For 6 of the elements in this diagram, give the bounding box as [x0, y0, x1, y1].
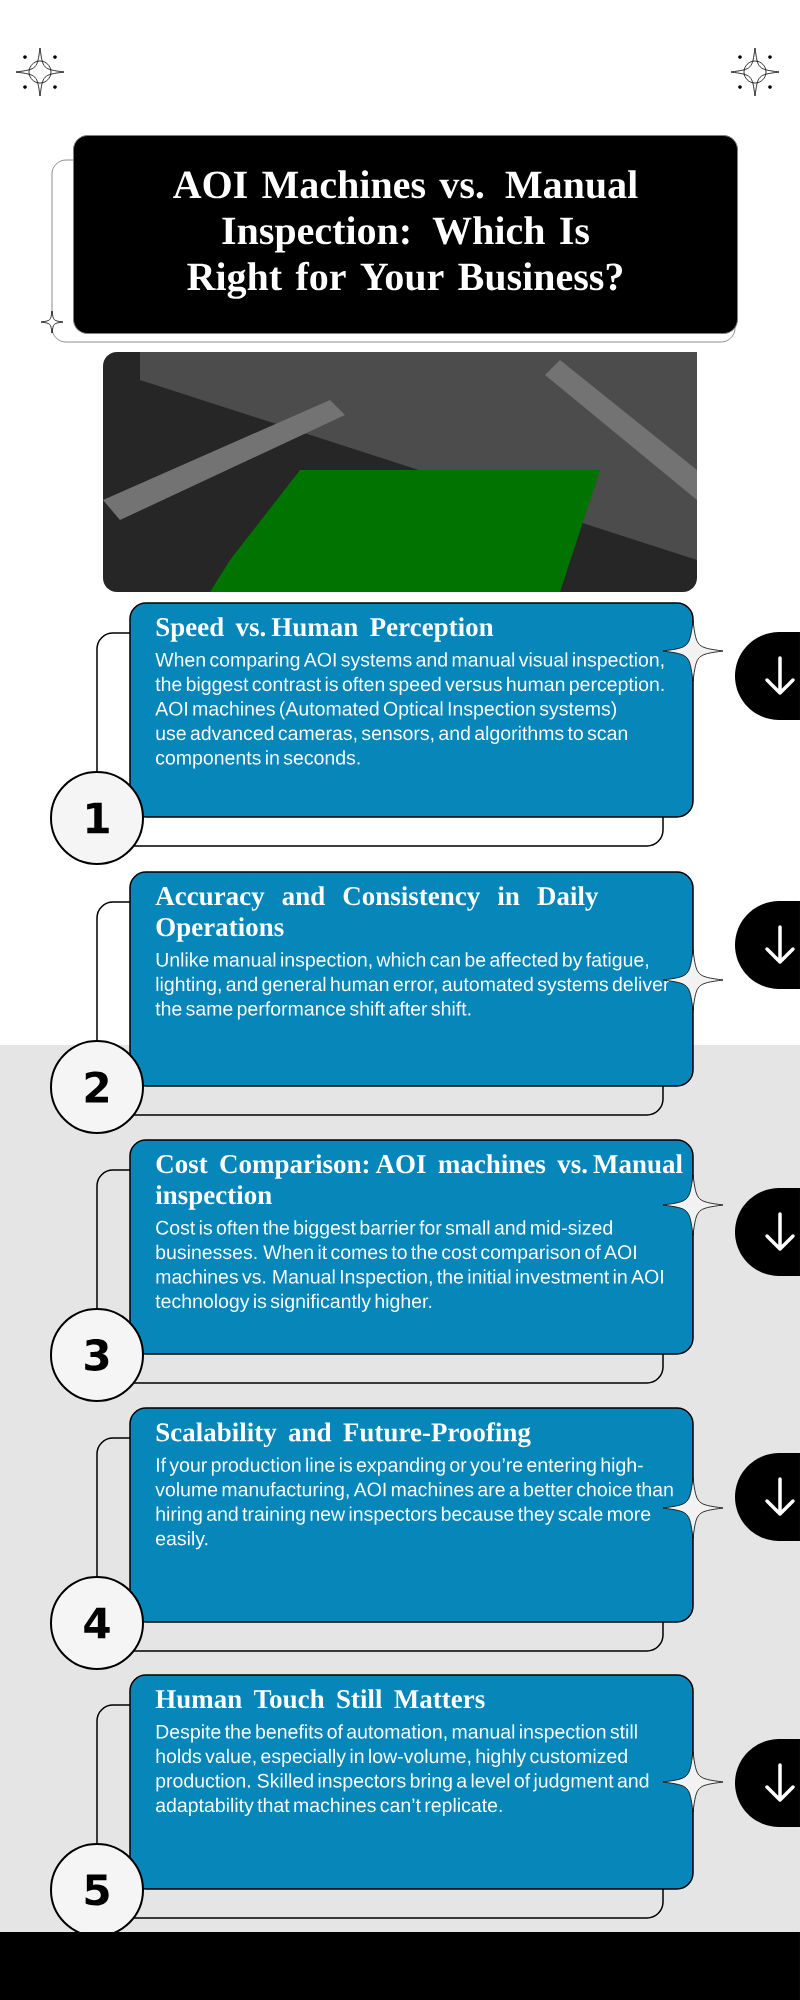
title-banner: AOI Machines vs. Manual Inspection: Which Is Right for Your Business? [73, 135, 738, 334]
section-box: Accuracy and Consistency in Daily Operations Unlike manual inspection, which can be affected by fatigue, lighting, and general human error, automated systems deliver the same performance shift after shift. [129, 871, 694, 1087]
section-box: Speed vs. Human Perception When comparing AOI systems and manual visual inspection, the biggest contrast is often speed versus human perception. AOI machines (Automated Optical Inspection systems) use advanced cameras, sensors, and algorithms to scan components in seconds. [129, 602, 694, 818]
section-box: Scalability and Future-Proofing If your production line is expanding or you’re entering high-volume manufacturing, AOI machines are a better choice than hiring and training new inspectors because they scale more easily. [129, 1407, 694, 1623]
section-box: Cost Comparison: AOI machines vs. Manual inspection Cost is often the biggest barrier for small and mid-sized businesses. When it comes to the cost comparison of AOI machines vs. Manual Inspection, the initial investment in AOI technology is significantly higher. [129, 1139, 694, 1355]
section-box: Human Touch Still Matters Despite the benefits of automation, manual inspection still holds value, especially in low-volume, highly customized production. Skilled inspectors bring a level of judgment and adaptability that machines can’t replicate. [129, 1674, 694, 1890]
